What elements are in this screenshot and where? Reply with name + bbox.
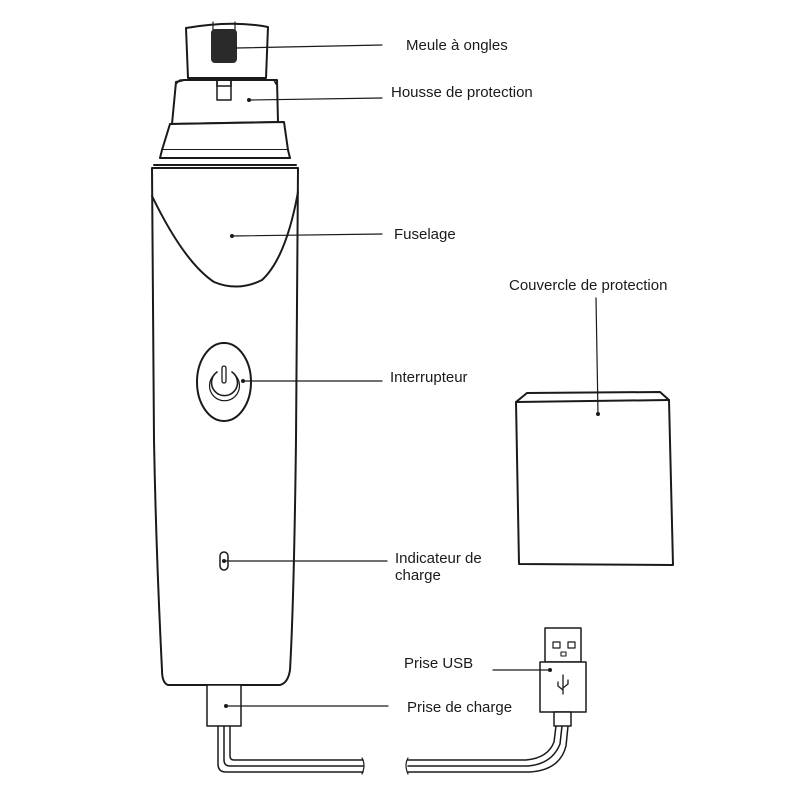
power-button <box>196 342 252 422</box>
protective-sleeve <box>171 79 279 125</box>
usb-cable <box>405 725 569 775</box>
usb-symbol-icon <box>557 674 569 695</box>
protective-cover <box>515 391 674 566</box>
neck-rings <box>153 121 297 166</box>
label-power-switch: Interrupteur <box>390 369 468 386</box>
charging-port <box>206 684 365 775</box>
usb-plug <box>539 627 587 727</box>
label-nail-grinder: Meule à ongles <box>406 37 508 54</box>
leader-lines <box>223 44 599 707</box>
leader-dots <box>222 98 600 708</box>
label-usb-plug: Prise USB <box>404 655 474 672</box>
grinder-stone <box>211 29 237 63</box>
label-protective-cover: Couvercle de protection <box>509 277 668 294</box>
label-protective-sleeve: Housse de protection <box>391 84 533 101</box>
label-charge-indicator: Indicateur de charge <box>395 550 482 584</box>
label-body: Fuselage <box>394 226 456 243</box>
body-shell <box>151 167 299 686</box>
label-charging-port: Prise de charge <box>407 699 513 716</box>
